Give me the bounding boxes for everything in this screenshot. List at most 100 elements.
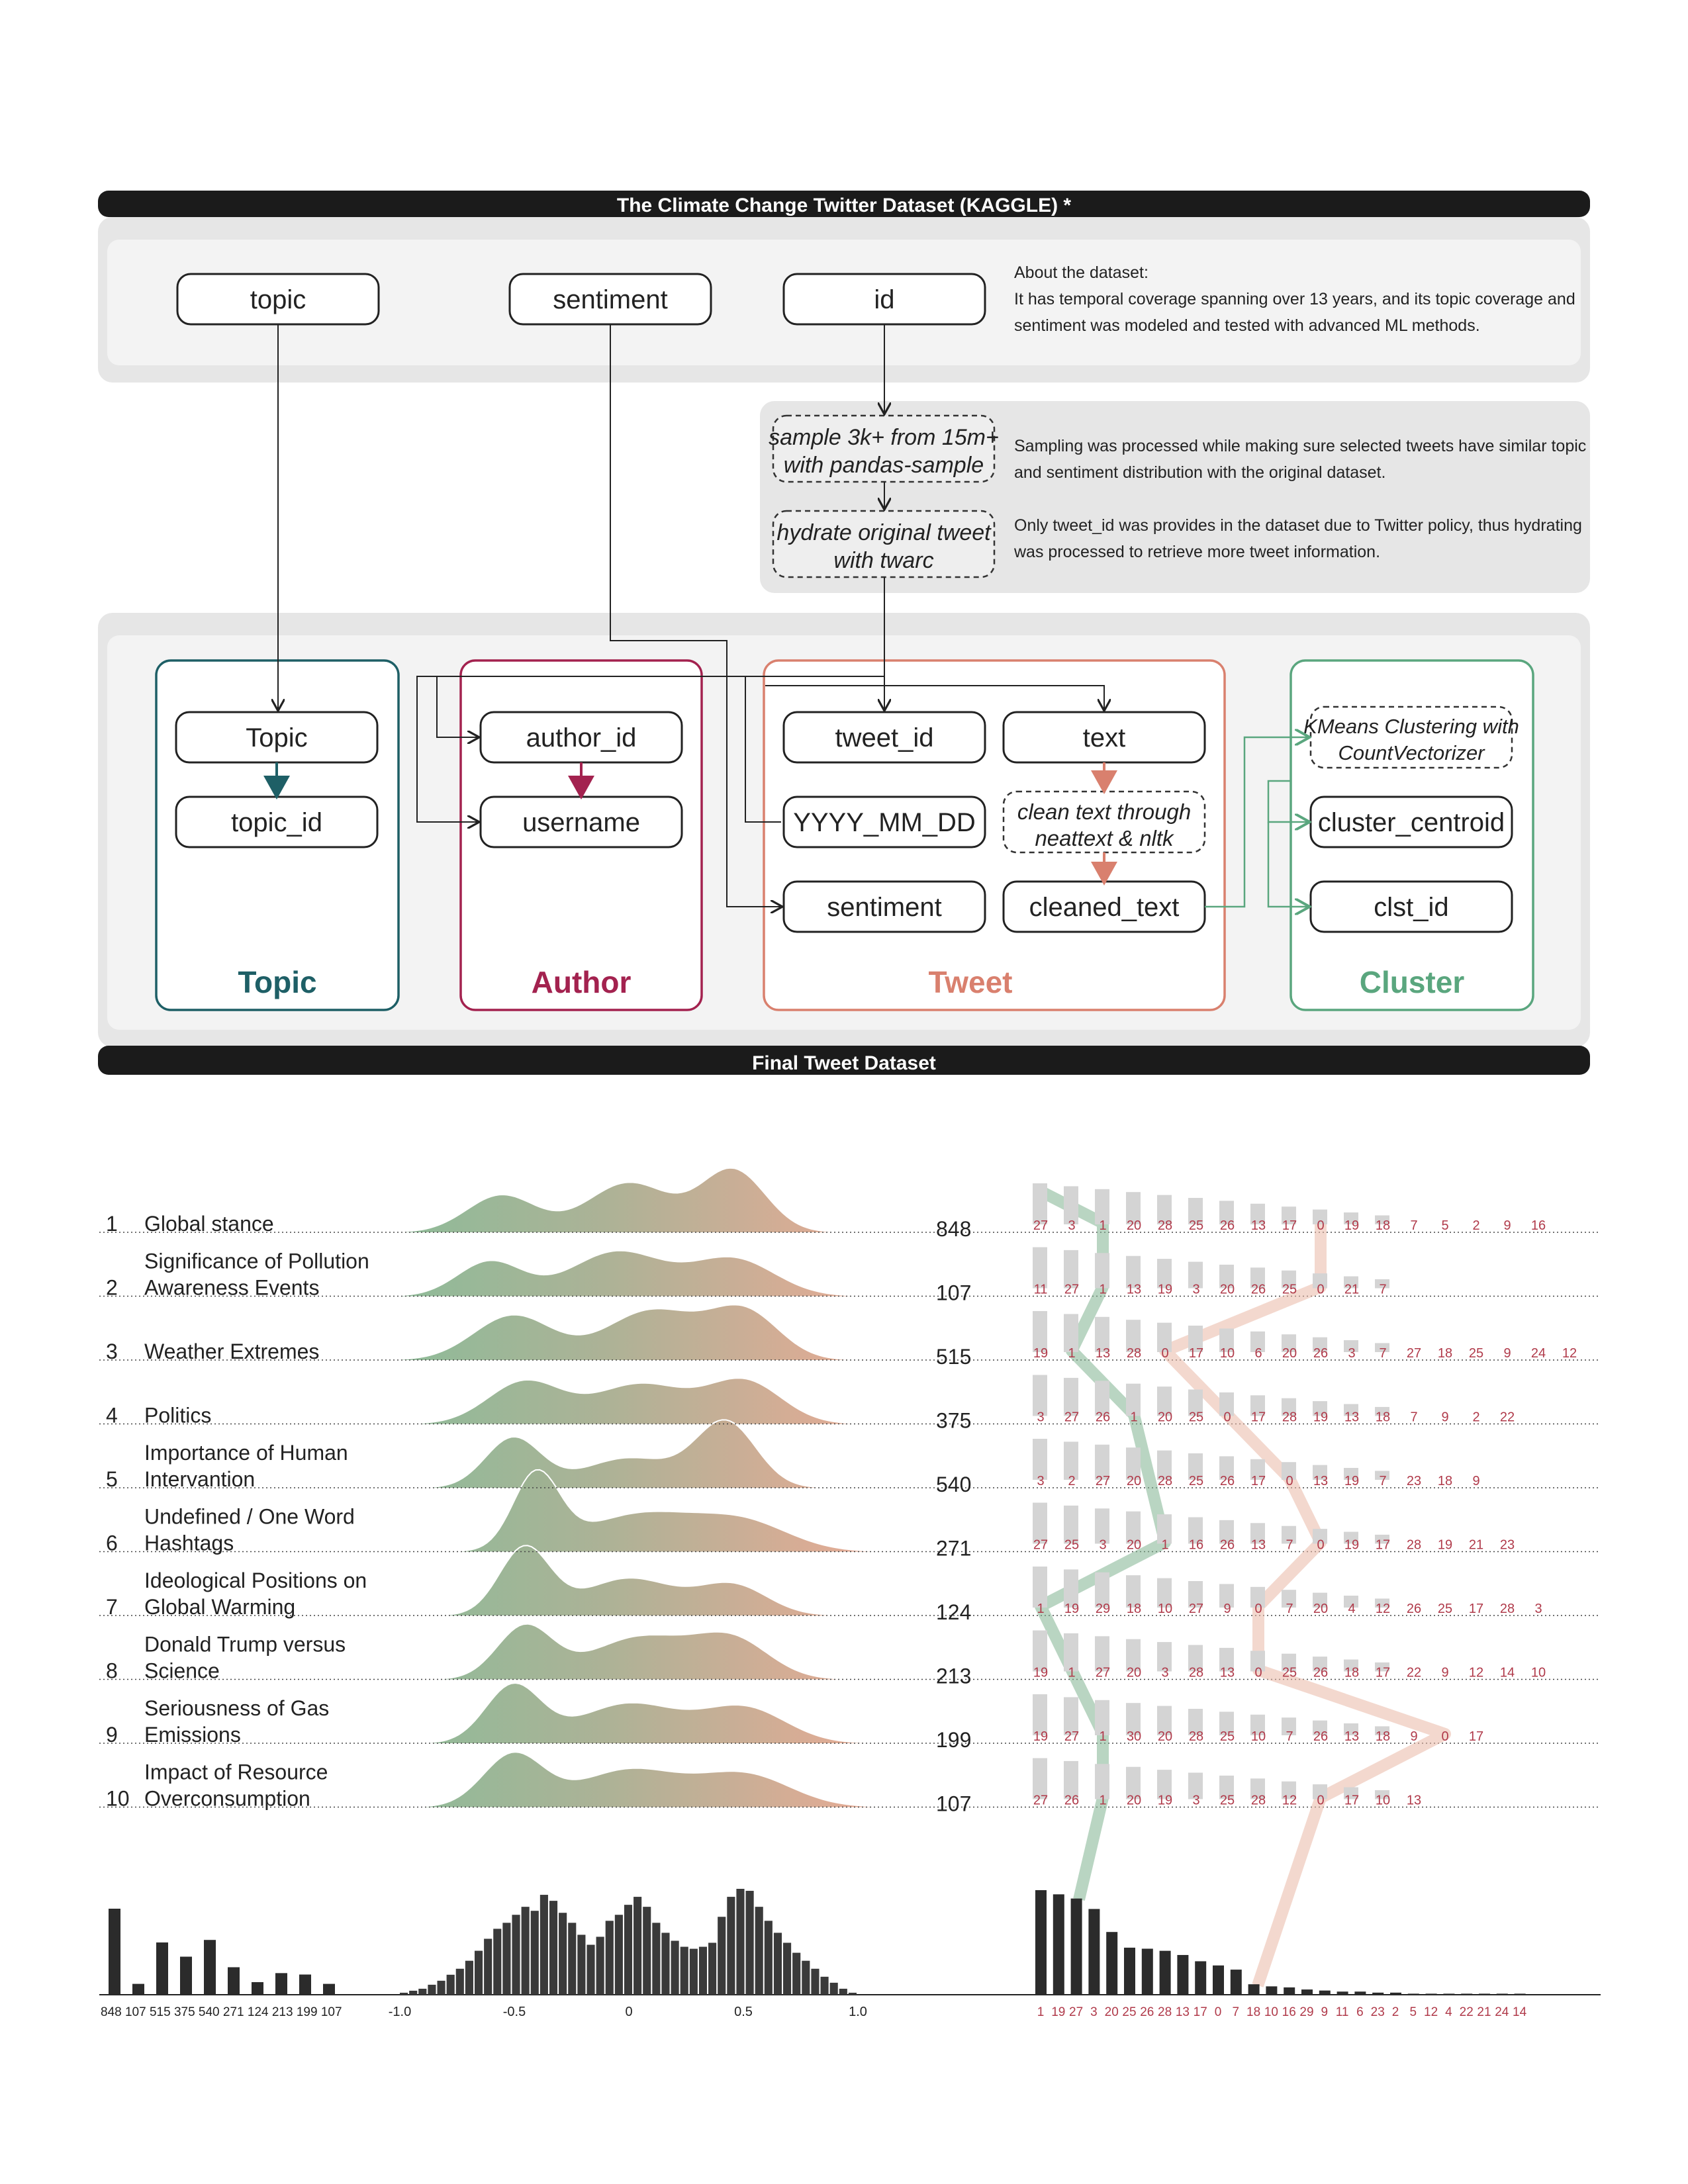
cluster-bar-2-0 — [1033, 1247, 1047, 1289]
cluster-hist-bar-19 — [1372, 1992, 1384, 1995]
cluster-label-10-12: 13 — [1407, 1794, 1421, 1808]
cluster-label-4-8: 28 — [1282, 1410, 1297, 1425]
sentiment-bar-21 — [596, 1936, 604, 1995]
cluster-bar-2-8 — [1282, 1270, 1296, 1289]
hydrate-step-line-2: with twarc — [833, 548, 933, 573]
cluster-bar-9-11 — [1375, 1726, 1389, 1735]
cluster-label-5-12: 23 — [1407, 1474, 1421, 1488]
top-banner-title: The Climate Change Twitter Dataset (KAGG… — [617, 195, 1072, 216]
cluster-label-8-7: 0 — [1254, 1666, 1262, 1680]
cluster-label-6-15: 23 — [1500, 1538, 1515, 1553]
cluster-label-1-0: 27 — [1033, 1218, 1048, 1233]
cluster-label-8-16: 10 — [1531, 1666, 1546, 1680]
cluster-label-9-12: 9 — [1410, 1729, 1417, 1744]
cluster-bar-7-6 — [1219, 1584, 1234, 1608]
sentiment-bar-14 — [530, 1911, 539, 1995]
cluster-label-1-11: 18 — [1376, 1218, 1390, 1233]
cluster-bar-9-6 — [1219, 1711, 1234, 1735]
field-cluster-centroid: cluster_centroid — [1309, 796, 1513, 848]
cluster-label-2-1: 27 — [1064, 1283, 1079, 1297]
hydrate-note-2: was processed to retrieve more tweet inf… — [1013, 543, 1380, 561]
cluster-hist-bar-2 — [1070, 1898, 1082, 1995]
topic-name-5-line-1: Importance of Human — [144, 1441, 348, 1465]
cluster-bar-10-9 — [1313, 1784, 1327, 1799]
cluster-bar-8-8 — [1282, 1653, 1296, 1672]
cluster-bar-3-1 — [1064, 1314, 1078, 1352]
cluster-label-5-5: 25 — [1189, 1474, 1203, 1488]
cluster-label-3-14: 25 — [1469, 1346, 1483, 1361]
cluster-label-9-5: 28 — [1189, 1729, 1203, 1744]
cluster-bar-7-4 — [1157, 1578, 1172, 1608]
sentiment-bar-1 — [409, 1990, 418, 1995]
topic-name-6-line-2: Hashtags — [144, 1531, 234, 1555]
cluster-hist-label-15: 29 — [1299, 2005, 1313, 2019]
cluster-label-6-11: 17 — [1376, 1538, 1390, 1553]
cluster-hist-label-16: 9 — [1321, 2005, 1329, 2019]
cluster-hist-label-0: 1 — [1037, 2005, 1045, 2019]
topic-rank-10: 10 — [106, 1787, 130, 1811]
bottom-banner-bar — [98, 1046, 1590, 1075]
about-text: About the dataset: It has temporal cover… — [1014, 263, 1575, 335]
sentiment-bar-44 — [811, 1968, 820, 1995]
cluster-label-9-4: 20 — [1158, 1729, 1172, 1744]
processing-notes: Sampling was processed while making sure… — [1013, 437, 1586, 561]
cluster-hist-label-5: 25 — [1122, 2005, 1136, 2019]
cluster-label-7-7: 0 — [1254, 1602, 1262, 1616]
cluster-label-3-11: 7 — [1379, 1346, 1386, 1361]
ridge-3 — [385, 1304, 872, 1360]
cluster-label-4-15: 22 — [1500, 1410, 1515, 1425]
bottom-histograms: 848 107 515 375 540 271 124 213 199 107-… — [99, 1889, 1601, 2019]
cluster-label-6-7: 13 — [1251, 1538, 1266, 1553]
topic-name-8-line-2: Science — [144, 1659, 220, 1683]
cluster-bar-1-9 — [1313, 1209, 1327, 1224]
cluster-hist-label-6: 26 — [1140, 2005, 1154, 2019]
cluster-hist-bar-13 — [1266, 1986, 1278, 1995]
cluster-label-9-2: 1 — [1099, 1729, 1106, 1744]
topic-name-2-line-1: Significance of Pollution — [144, 1250, 369, 1273]
cluster-bar-6-5 — [1188, 1517, 1203, 1544]
sentiment-bar-23 — [614, 1915, 623, 1995]
cluster-bar-4-10 — [1344, 1404, 1358, 1416]
field-text-label: text — [1083, 723, 1125, 752]
cluster-bar-10-2 — [1095, 1764, 1109, 1799]
cluster-label-8-5: 28 — [1189, 1666, 1203, 1680]
bottom-banner-title: Final Tweet Dataset — [752, 1052, 936, 1074]
cluster-label-2-5: 3 — [1192, 1283, 1199, 1297]
sample-step-line-1: sample 3k+ from 15m+ — [769, 425, 999, 450]
cluster-bar-1-8 — [1282, 1206, 1296, 1224]
ridge-outline-1 — [385, 1167, 872, 1233]
clean-text-step: clean text through neattext & nltk — [1002, 790, 1206, 854]
cluster-label-8-15: 14 — [1500, 1666, 1515, 1680]
cluster-hist-bar-24 — [1461, 1993, 1473, 1995]
cluster-bar-8-7 — [1250, 1651, 1265, 1672]
sentiment-bar-18 — [568, 1923, 577, 1995]
field-username-label: username — [522, 808, 640, 837]
cluster-bar-7-9 — [1313, 1592, 1327, 1608]
source-field-topic: topic — [176, 273, 380, 326]
field-topic-id-label: topic_id — [231, 808, 322, 837]
cluster-bar-7-0 — [1033, 1567, 1047, 1608]
cluster-label-3-3: 28 — [1127, 1346, 1141, 1361]
cluster-label-8-11: 17 — [1376, 1666, 1390, 1680]
cluster-bar-4-7 — [1250, 1395, 1265, 1416]
cluster-label-5-14: 9 — [1472, 1474, 1479, 1488]
topic-name-1: Global stance — [144, 1212, 274, 1236]
cluster-hist-label-10: 0 — [1215, 2005, 1222, 2019]
cluster-bar-3-2 — [1095, 1316, 1109, 1352]
ridgeline-chart — [385, 1167, 872, 1808]
cluster-label-2-3: 13 — [1127, 1283, 1141, 1297]
cluster-bar-5-0 — [1033, 1439, 1047, 1480]
cluster-bar-7-2 — [1095, 1572, 1109, 1608]
cluster-bar-8-10 — [1344, 1659, 1358, 1672]
cluster-bar-7-10 — [1344, 1596, 1358, 1608]
cluster-bar-1-6 — [1219, 1201, 1234, 1224]
cluster-label-6-12: 28 — [1407, 1538, 1421, 1553]
cluster-hist-bar-26 — [1496, 1993, 1508, 1995]
cluster-label-7-0: 1 — [1037, 1602, 1044, 1616]
topic-count-9: 199 — [936, 1728, 971, 1752]
topic-count-3: 515 — [936, 1345, 971, 1369]
cluster-bar-5-11 — [1375, 1471, 1389, 1480]
field-clst-id: clst_id — [1309, 880, 1513, 933]
cluster-bar-6-2 — [1095, 1508, 1109, 1544]
cluster-bar-5-8 — [1282, 1462, 1296, 1480]
